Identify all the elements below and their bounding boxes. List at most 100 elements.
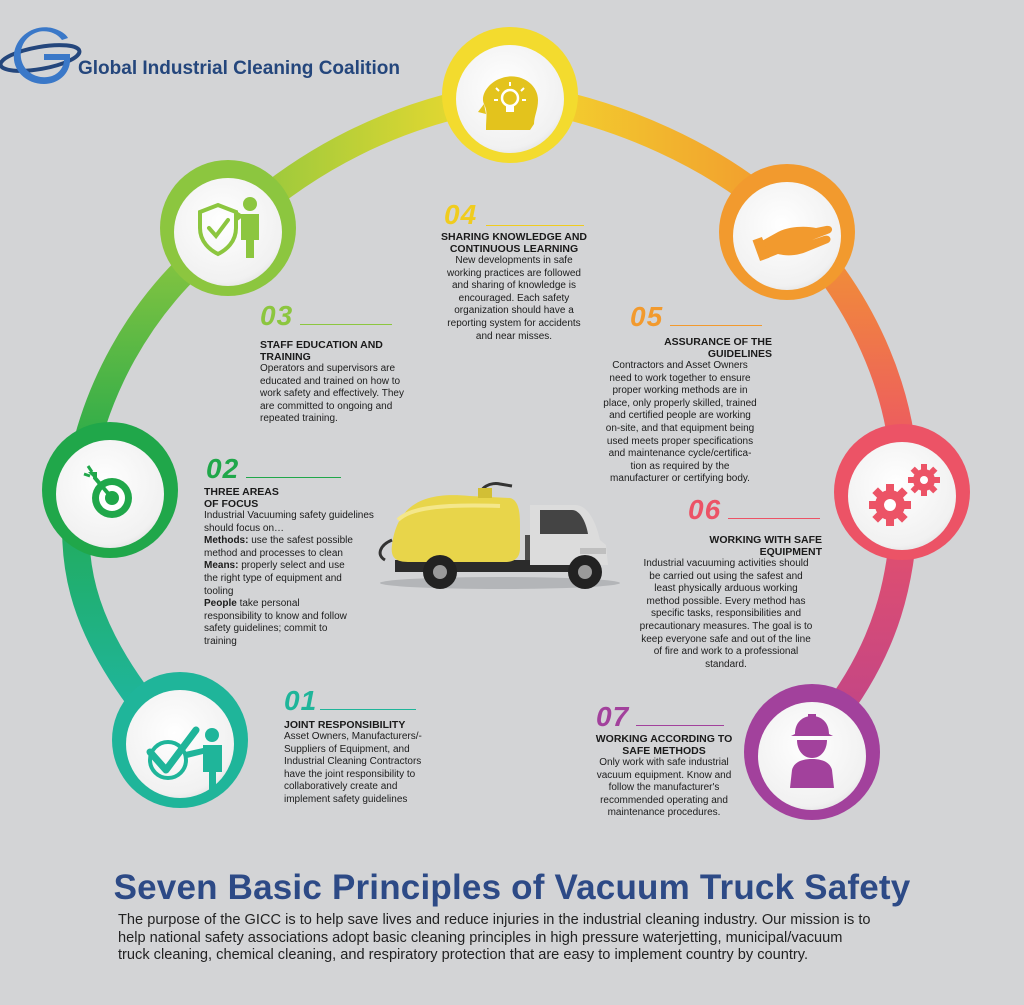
truck-wheel <box>568 555 602 589</box>
body-line: vacuum equipment. Know and <box>596 769 732 781</box>
head-lightbulb-icon <box>478 76 538 130</box>
body-line: standard. <box>705 658 747 670</box>
main-title: Seven Basic Principles of Vacuum Truck S… <box>113 868 911 907</box>
principle-07-number: 07 <box>596 701 630 732</box>
principle-05-text: ASSURANCE OF THE GUIDELINES Contractors … <box>588 336 772 486</box>
principle-06-number: 06 <box>688 494 722 525</box>
body-line: specific tasks, responsibilities and <box>650 608 802 620</box>
body-line: manufacturer or certifying body. <box>610 473 750 485</box>
principle-05-title: ASSURANCE OF THE GUIDELINES <box>588 336 772 360</box>
principle-02-text: THREE AREAS OF FOCUS Industrial Vacuumin… <box>204 486 384 649</box>
principle-04-body: New developments in safe working practic… <box>430 255 598 343</box>
focus-text: use the safest possible <box>248 535 353 547</box>
body-line: work safety and effectively. They <box>260 388 404 400</box>
body-line: working practices are followed <box>447 267 581 279</box>
title-line: SHARING KNOWLEDGE AND <box>440 231 588 243</box>
body-line: keep everyone safe and out of the line <box>641 633 811 645</box>
shield-person-icon <box>198 197 259 258</box>
principle-03-body: Operators and supervisors are educated a… <box>260 363 440 426</box>
focus-term-means: Means: <box>204 560 239 572</box>
title-line: JOINT RESPONSIBILITY <box>284 719 406 731</box>
body-line: the right type of equipment and <box>204 572 342 584</box>
mission-line: help national safety associations adopt … <box>118 929 843 946</box>
body-line: and near misses. <box>475 330 553 342</box>
principle-05-number: 05 <box>630 301 664 332</box>
title-line: GUIDELINES <box>707 348 772 360</box>
title-line: WORKING ACCORDING TO <box>595 733 733 745</box>
body-line: and maintenance cycle/certifica- <box>608 448 752 460</box>
body-line: encouraged. Each safety <box>458 292 570 304</box>
target-icon <box>83 465 132 518</box>
principle-06-title: WORKING WITH SAFE EQUIPMENT <box>630 534 822 558</box>
body-line: Asset Owners, Manufacturers/- <box>284 731 422 742</box>
body-line: educated and trained on how to <box>260 375 401 387</box>
principle-04-text: SHARING KNOWLEDGE AND CONTINUOUS LEARNIN… <box>430 231 598 343</box>
body-line: People take personal <box>204 598 384 611</box>
title-line: ASSURANCE OF THE <box>664 336 772 348</box>
principle-02-number: 02 <box>206 453 240 484</box>
open-hand-icon <box>752 225 833 262</box>
body-line: reporting system for accidents <box>447 317 581 329</box>
truck-wheel <box>423 555 457 589</box>
title-line: TRAINING <box>260 351 311 363</box>
principle-07-rule <box>636 725 724 726</box>
body-line: repeated training. <box>260 413 338 425</box>
title-line: STAFF EDUCATION AND <box>260 339 383 351</box>
body-line: Suppliers of Equipment, and <box>284 743 410 755</box>
principle-06-text: WORKING WITH SAFE EQUIPMENT Industrial v… <box>630 534 822 671</box>
body-line: precautionary measures. The goal is to <box>639 620 813 632</box>
body-line: least physically arduous working <box>654 583 798 595</box>
mission-line: truck cleaning, chemical cleaning, and r… <box>118 947 809 963</box>
body-line: used meets proper specifications <box>606 435 754 447</box>
principle-03-title: STAFF EDUCATION AND TRAINING <box>260 339 440 363</box>
body-line: responsibility to know and follow <box>204 610 347 622</box>
body-line: implement safety guidelines <box>284 793 408 805</box>
body-line: and certified people are working <box>609 410 751 422</box>
body-line: New developments in safe <box>455 255 573 266</box>
body-line: on-site, and that equipment being <box>605 422 755 434</box>
principle-07-title: WORKING ACCORDING TO SAFE METHODS <box>584 733 744 757</box>
body-line: organization should have a <box>454 305 574 317</box>
focus-text: take personal <box>236 598 300 610</box>
principle-03-text: STAFF EDUCATION AND TRAINING Operators a… <box>260 339 440 426</box>
principle-01-number: 01 <box>284 685 318 716</box>
principle-05-body: Contractors and Asset Owners need to wor… <box>588 360 772 486</box>
body-line: method possible. Every method has <box>646 595 806 607</box>
principle-04-number: 04 <box>444 199 478 230</box>
vacuum-truck-illustration <box>378 482 620 589</box>
principle-03-rule <box>300 324 392 325</box>
title-line: EQUIPMENT <box>759 546 822 558</box>
body-line: Means: properly select and use <box>204 560 384 573</box>
principle-06-rule <box>728 518 820 519</box>
title-line: OF FOCUS <box>204 498 259 510</box>
principle-01-rule <box>320 709 416 710</box>
principle-02-rule <box>246 477 341 478</box>
mission-line: The purpose of the GICC is to help save … <box>118 912 871 928</box>
body-line: collaboratively create and <box>284 781 398 793</box>
title-line: THREE AREAS <box>204 486 279 498</box>
principle-07-text: WORKING ACCORDING TO SAFE METHODS Only w… <box>584 733 744 820</box>
body-line: proper working methods are in <box>612 385 748 397</box>
principle-01-text: JOINT RESPONSIBILITY Asset Owners, Manuf… <box>284 719 464 807</box>
body-line: Only work with safe industrial <box>599 757 729 768</box>
body-line: recommended operating and <box>600 794 728 806</box>
body-line: are committed to ongoing and <box>260 400 393 412</box>
principle-07-body: Only work with safe industrial vacuum eq… <box>584 757 744 820</box>
mission-statement: The purpose of the GICC is to help save … <box>118 912 918 965</box>
body-line: place, only properly skilled, trained <box>603 397 757 409</box>
title-line: WORKING WITH SAFE <box>709 534 822 546</box>
principle-01-body: Asset Owners, Manufacturers/- Suppliers … <box>284 731 464 807</box>
body-line: method and processes to clean <box>204 547 343 559</box>
body-line: maintenance procedures. <box>607 807 721 819</box>
body-line: and sharing of knowledge is <box>452 280 576 292</box>
body-line: of fire and work to a professional <box>653 646 799 658</box>
title-line: CONTINUOUS LEARNING <box>449 243 579 255</box>
body-line: need to work together to ensure <box>609 372 751 384</box>
principle-06-body: Industrial vacuuming activities should b… <box>630 558 822 671</box>
principle-02-body: Industrial Vacuuming safety guidelines s… <box>204 510 384 649</box>
focus-term-methods: Methods: <box>204 535 249 547</box>
body-line: Industrial vacuuming activities should <box>643 558 809 569</box>
body-line: training <box>204 635 237 647</box>
principle-04-rule <box>486 225 584 226</box>
